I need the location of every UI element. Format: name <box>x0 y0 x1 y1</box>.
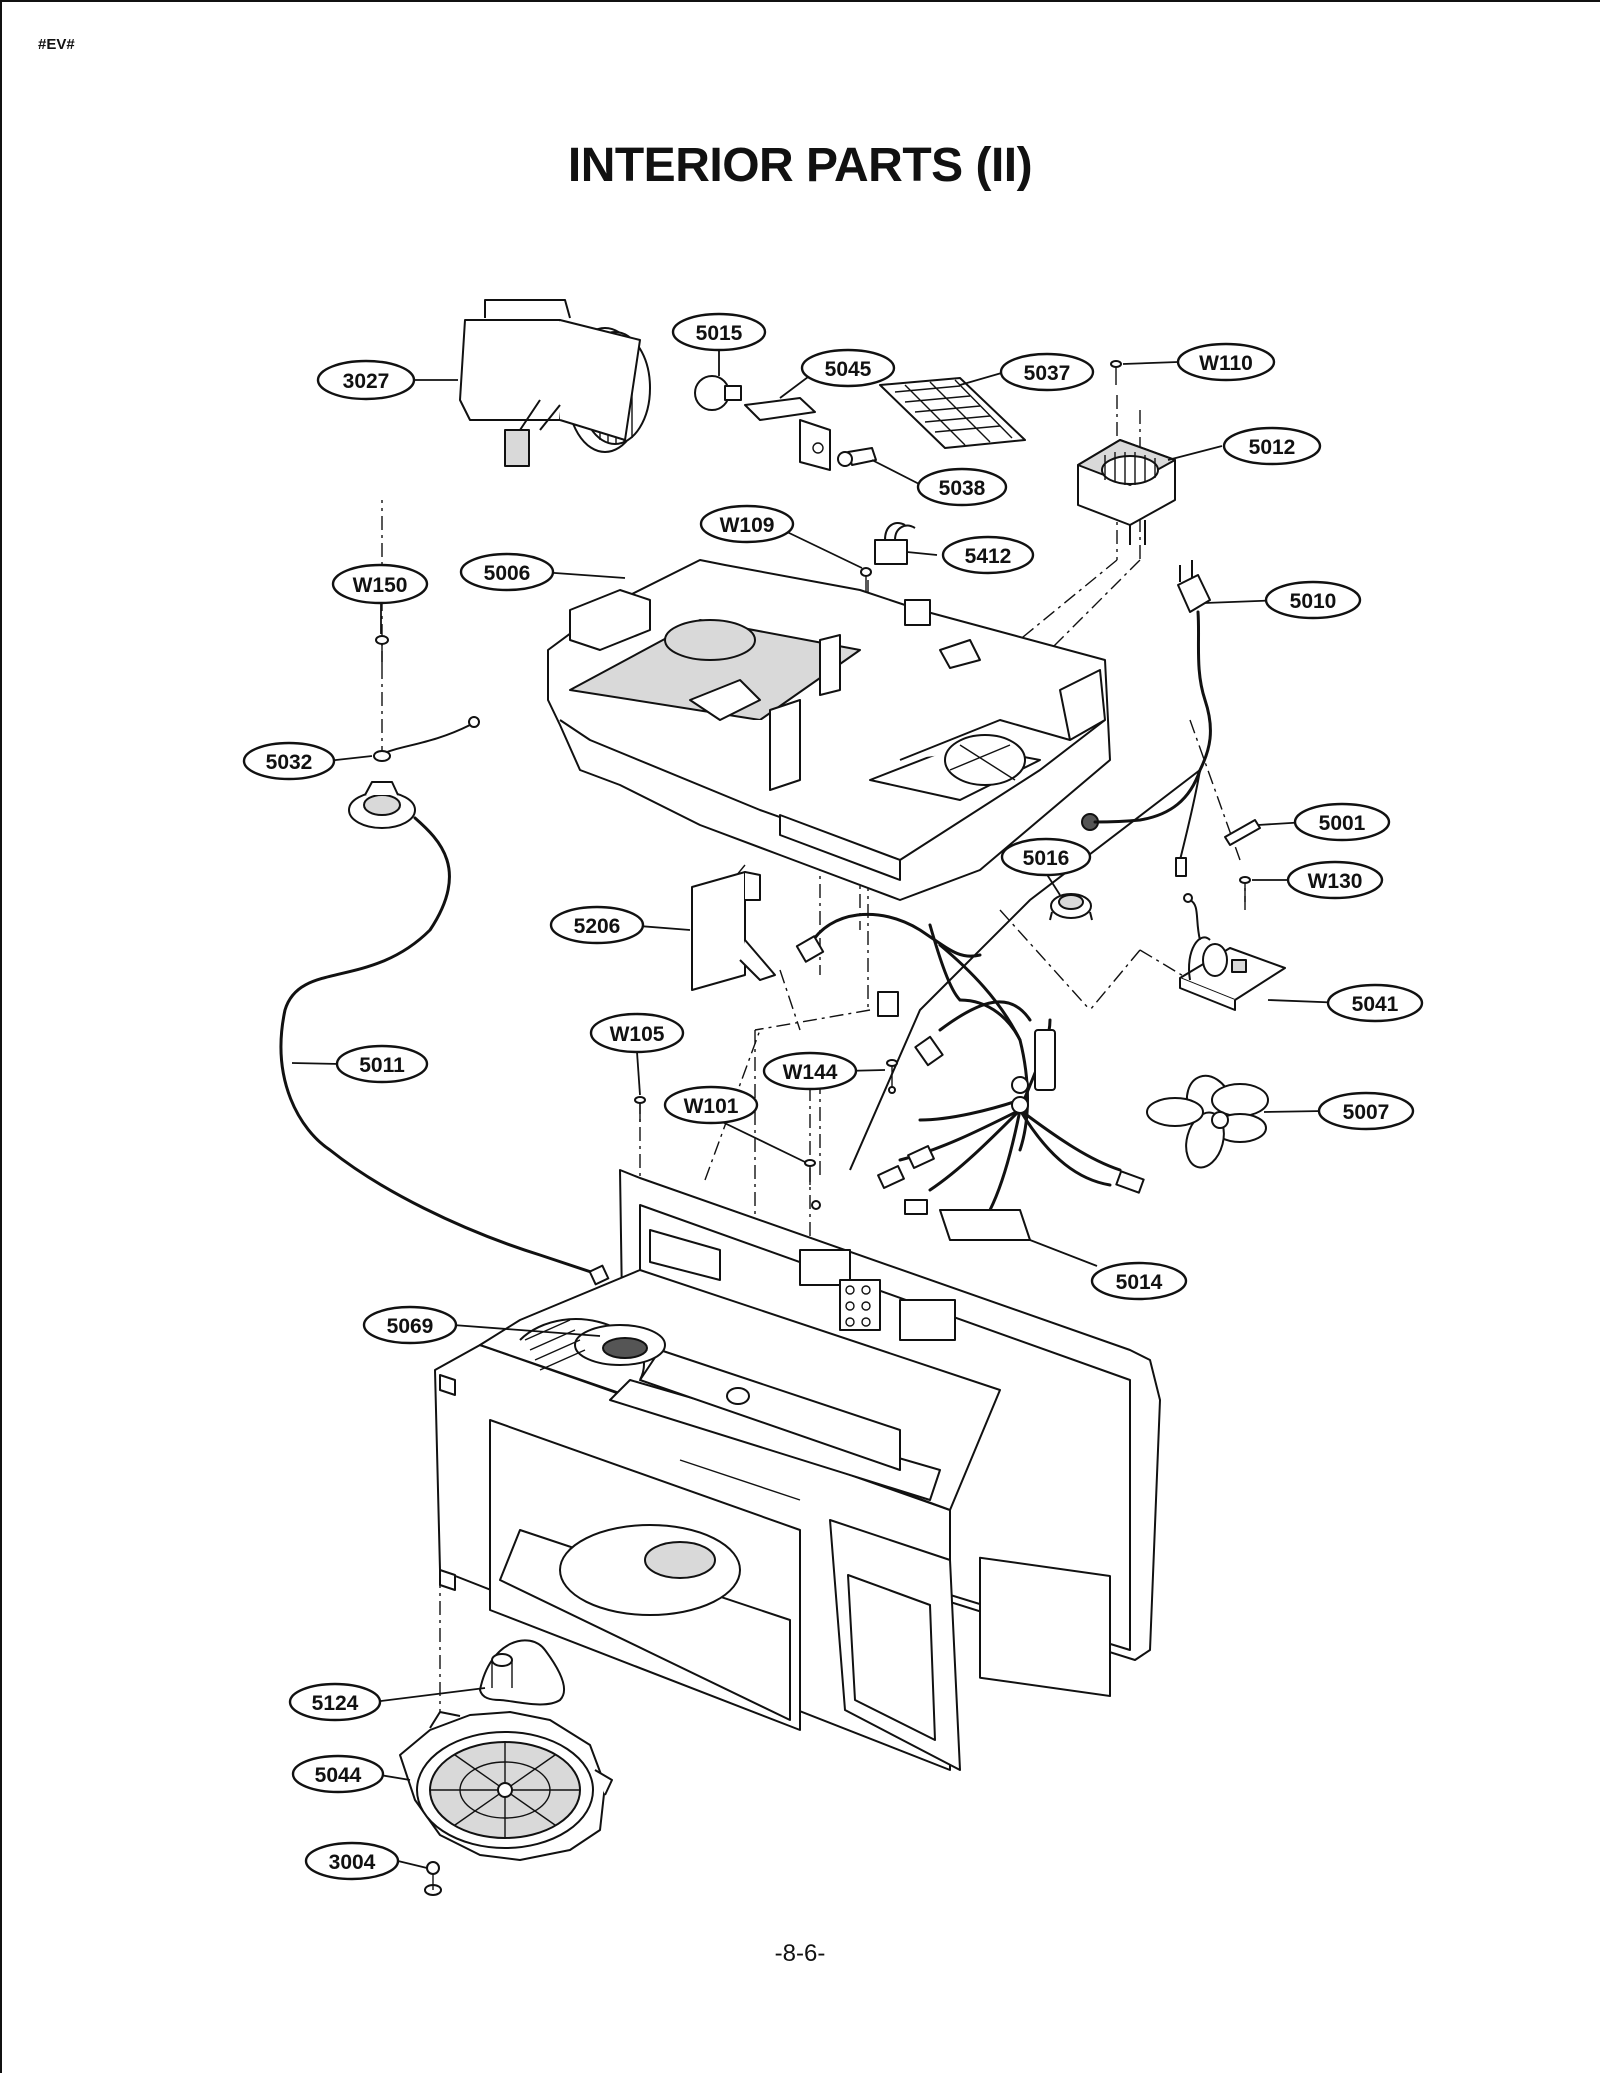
part-callout-5044: 5044 <box>291 1754 385 1794</box>
svg-text:5006: 5006 <box>484 562 531 585</box>
svg-text:5016: 5016 <box>1023 847 1070 870</box>
svg-text:5041: 5041 <box>1352 993 1399 1016</box>
stirrer-motor-and-cord-drawing <box>279 635 610 1286</box>
svg-text:W144: W144 <box>783 1061 838 1084</box>
header-tag: #EV# <box>38 36 75 53</box>
filter-drawing <box>879 377 1026 449</box>
part-callout-5041: 5041 <box>1326 983 1424 1023</box>
svg-text:5206: 5206 <box>574 915 621 938</box>
screws-lower-drawing <box>634 1059 898 1210</box>
part-callout-3027: 3027 <box>316 359 416 401</box>
part-callout-5124: 5124 <box>288 1682 382 1722</box>
part-callout-5412: 5412 <box>941 535 1035 575</box>
blower-fan-assembly-drawing <box>459 299 651 467</box>
svg-text:W150: W150 <box>353 574 408 597</box>
screw-w130-drawing <box>1239 876 1251 902</box>
svg-text:5032: 5032 <box>266 751 313 774</box>
svg-text:5014: 5014 <box>1116 1271 1163 1294</box>
fuse-drawing <box>1224 819 1261 846</box>
screw-w110-drawing <box>1110 360 1122 385</box>
svg-text:5069: 5069 <box>387 1315 434 1338</box>
cavity-and-back-plate-drawing <box>434 1169 1161 1771</box>
part-callout-5045: 5045 <box>800 348 896 388</box>
page-title: INTERIOR PARTS (II) <box>567 139 1033 192</box>
svg-text:5037: 5037 <box>1024 362 1071 385</box>
base-plate-assembly-drawing <box>547 559 1111 901</box>
svg-text:W101: W101 <box>684 1095 739 1118</box>
part-callout-5037: 5037 <box>999 352 1095 392</box>
svg-text:5015: 5015 <box>696 322 743 345</box>
svg-text:5038: 5038 <box>939 477 986 500</box>
svg-text:3004: 3004 <box>329 1851 376 1874</box>
page-border-top <box>0 0 1600 2</box>
fan-blade-drawing <box>1146 1074 1269 1169</box>
thermostat-drawing <box>1049 893 1093 921</box>
lamp-bulb-drawing <box>694 375 742 411</box>
svg-text:3027: 3027 <box>343 370 390 393</box>
svg-text:W110: W110 <box>1199 352 1253 375</box>
lamp-socket-bracket-drawing <box>744 397 831 471</box>
svg-text:5007: 5007 <box>1343 1101 1390 1124</box>
part-callout-w144: W144 <box>762 1051 858 1091</box>
part-callout-3004: 3004 <box>304 1841 400 1881</box>
stirrer-parts-drawing <box>399 1639 613 1896</box>
part-callout-5011: 5011 <box>335 1044 429 1084</box>
svg-text:W109: W109 <box>720 514 775 537</box>
sensor-5412-drawing <box>874 522 916 565</box>
svg-text:W105: W105 <box>610 1023 665 1046</box>
lamp-drawing <box>837 447 877 467</box>
part-callout-5007: 5007 <box>1317 1091 1415 1131</box>
svg-text:W130: W130 <box>1308 870 1363 893</box>
svg-text:5010: 5010 <box>1290 590 1337 613</box>
motor-drawing <box>1077 439 1176 545</box>
page-border-left <box>0 0 2 2073</box>
svg-text:5011: 5011 <box>359 1054 405 1077</box>
screw-w109-drawing <box>860 567 872 592</box>
wire-harness-drawing <box>795 912 1145 1241</box>
part-callout-5069: 5069 <box>362 1305 458 1345</box>
part-callout-w110: W110 <box>1176 342 1276 382</box>
part-callout-5012: 5012 <box>1222 426 1322 466</box>
svg-text:5124: 5124 <box>312 1692 359 1715</box>
part-callout-5038: 5038 <box>916 467 1008 507</box>
part-callout-5206: 5206 <box>549 905 645 945</box>
leader-lines <box>291 348 1347 1869</box>
svg-text:5412: 5412 <box>965 545 1012 568</box>
svg-text:5045: 5045 <box>825 358 872 381</box>
noise-filter-board-drawing <box>1179 893 1286 1011</box>
svg-text:5044: 5044 <box>315 1764 362 1787</box>
part-callout-5010: 5010 <box>1264 580 1362 620</box>
part-callout-5006: 5006 <box>459 552 555 592</box>
part-callout-w101: W101 <box>663 1085 759 1125</box>
page-number: -8-6- <box>774 1940 826 1967</box>
part-callout-5015: 5015 <box>671 312 767 352</box>
part-callout-w109: W109 <box>699 504 795 544</box>
part-callout-5014: 5014 <box>1090 1261 1188 1301</box>
part-callout-w105: W105 <box>589 1012 685 1054</box>
part-callout-5032: 5032 <box>242 741 336 781</box>
svg-text:5012: 5012 <box>1249 436 1296 459</box>
svg-text:5001: 5001 <box>1319 812 1366 835</box>
part-callout-5001: 5001 <box>1293 802 1391 842</box>
cover-5206-drawing <box>691 871 776 991</box>
part-callout-5016: 5016 <box>1000 837 1092 877</box>
part-callout-w150: W150 <box>331 563 429 605</box>
part-callout-w130: W130 <box>1286 860 1384 900</box>
